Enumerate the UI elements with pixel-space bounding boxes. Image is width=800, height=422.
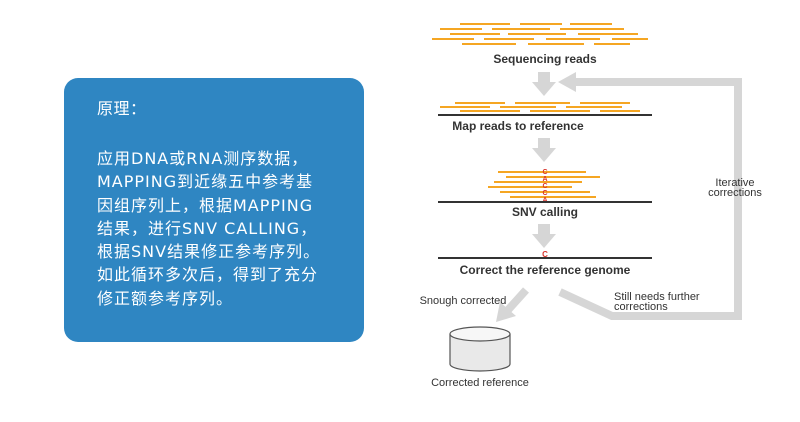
principle-text: 应用DNA或RNA测序数据， MAPPING到近缘五中参考基 因组序列上，根据M… [97, 147, 342, 310]
snv-letter: C [542, 169, 547, 176]
down-arrow-1 [532, 72, 556, 96]
snv-letter: C [542, 183, 547, 190]
snv-letters: C A C C A [542, 169, 547, 204]
principle-line: 根据SNV结果修正参考序列。 [97, 242, 321, 262]
principle-panel: 原理： 应用DNA或RNA测序数据， MAPPING到近缘五中参考基 因组序列上… [64, 78, 364, 342]
snv-letter: A [542, 197, 547, 204]
mapped-reads [440, 102, 640, 112]
principle-line: 应用DNA或RNA测序数据， [97, 149, 309, 168]
snv-letter: C [542, 190, 547, 197]
principle-title: 原理： [97, 99, 147, 118]
step-snv-label: SNV calling [512, 205, 578, 219]
enough-label: Snough corrected [420, 295, 507, 307]
step-sequencing-label: Sequencing reads [493, 52, 597, 66]
iterative-loop-arrow [558, 72, 742, 320]
database-label: Corrected reference [431, 377, 529, 389]
still-label-line2: corrections [614, 301, 668, 313]
principle-line: MAPPING到近缘五中参考基 [97, 172, 314, 192]
iterative-label-line2: corrections [708, 187, 762, 199]
snv-reads [488, 171, 600, 198]
sequencing-reads [432, 23, 648, 45]
principle-line: 修正额参考序列。 [97, 288, 234, 308]
step-map-label: Map reads to reference [452, 119, 584, 133]
snv-letter: A [542, 176, 547, 183]
principle-line: 因组序列上，根据MAPPING [97, 195, 314, 215]
principle-line: 结果，进行SNV CALLING， [97, 218, 318, 238]
step-correct-label: Correct the reference genome [460, 263, 631, 277]
corrected-base: C [542, 250, 548, 259]
principle-line: 如此循环多次后，得到了充分 [97, 265, 319, 285]
iterative-label-line1: Iterative [715, 177, 754, 189]
database-icon [449, 326, 511, 372]
down-arrow-3 [532, 224, 556, 248]
down-arrow-2 [532, 138, 556, 162]
still-label-line1: Still needs further [614, 291, 700, 303]
enough-branch-arrow [496, 287, 529, 322]
